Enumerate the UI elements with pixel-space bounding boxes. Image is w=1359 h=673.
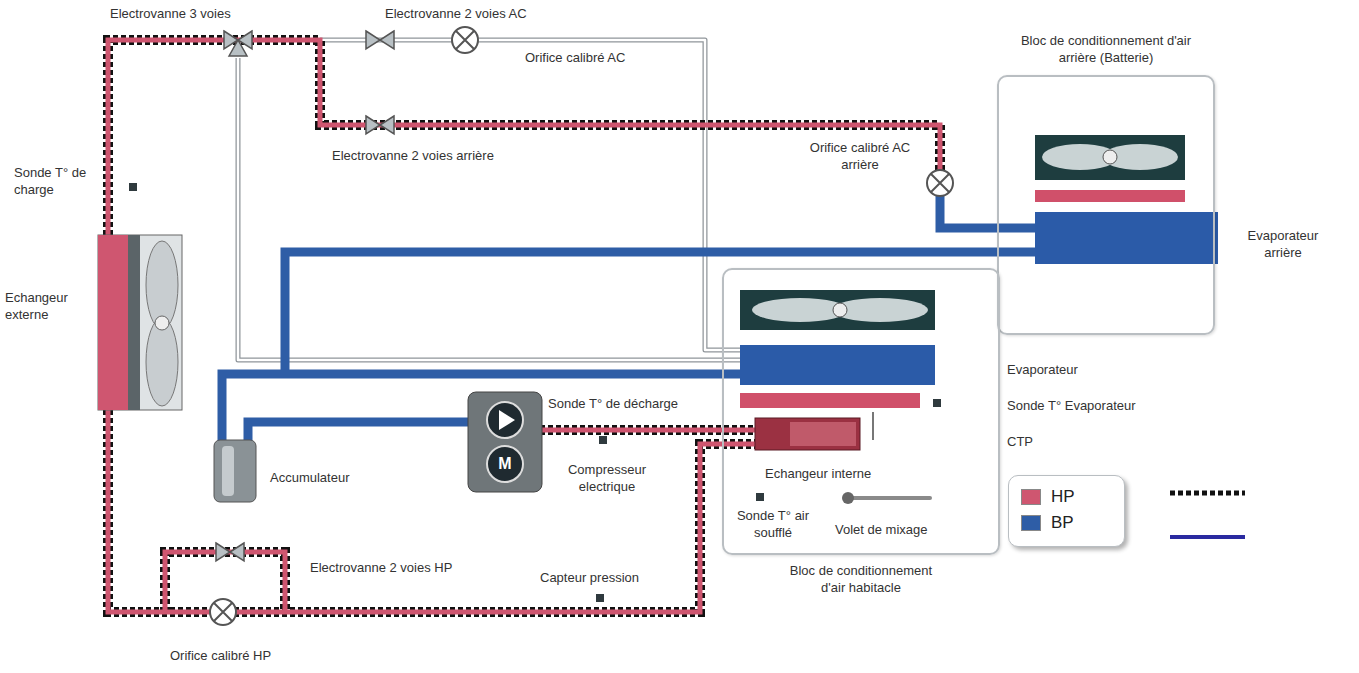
compressor	[468, 392, 542, 492]
fan-blade	[146, 318, 178, 406]
legend-swatch	[1021, 489, 1041, 505]
part-label: Evaporateur	[1007, 362, 1078, 379]
part-label: Sonde T° de charge	[14, 165, 92, 199]
compressor-motor	[487, 446, 523, 482]
exchanger-core	[128, 235, 140, 410]
ctp-heater	[740, 393, 920, 408]
accumulator-shine	[222, 446, 234, 496]
two-way-valve	[380, 116, 394, 134]
fan-blade	[832, 298, 928, 322]
fan-hub	[155, 316, 169, 330]
legend-text: HP	[1051, 487, 1075, 507]
orifice-cross	[456, 31, 474, 49]
orifice	[927, 170, 953, 196]
legend-item: HP	[1021, 484, 1112, 510]
accumulator	[214, 440, 256, 502]
hp-pipe	[108, 40, 940, 612]
compressor-pump	[487, 402, 523, 438]
internal-exchanger	[755, 418, 860, 450]
orifice-cross	[214, 603, 232, 621]
inactive-pipe	[238, 58, 740, 360]
rear-evaporator	[1035, 212, 1218, 264]
sensor	[599, 436, 607, 444]
unit-panel: Bloc de conditionnement d'air arrière (B…	[997, 75, 1215, 335]
three-way-valve	[229, 40, 247, 56]
unit-wall	[872, 412, 874, 440]
fan-blade	[752, 298, 848, 322]
inactive-pipe	[238, 58, 740, 360]
legend-bp-line	[1170, 535, 1245, 539]
part-label: Echangeur interne	[765, 466, 871, 483]
part-label: Volet de mixage	[835, 522, 928, 539]
part-label: Compresseur electrique	[552, 462, 662, 496]
motor-symbol-letter: M	[493, 455, 517, 473]
hp-pipe-border	[108, 40, 940, 612]
part-label: Capteur pression	[540, 570, 639, 587]
internal-exchanger-shine	[790, 422, 856, 446]
fan-hub	[833, 303, 847, 317]
legend-text: BP	[1051, 513, 1074, 533]
front-evaporator	[740, 345, 935, 385]
orifice-cross	[931, 174, 949, 192]
two-way-valve	[366, 116, 380, 134]
part-label: Electrovanne 2 voies arrière	[332, 148, 494, 165]
legend-box: HP BP	[1008, 475, 1125, 547]
exchanger-core	[98, 235, 128, 410]
part-label: Sonde T° de décharge	[548, 396, 678, 413]
part-label: Orifice calibré AC	[525, 50, 625, 67]
sensor	[596, 594, 604, 602]
two-way-valve	[230, 543, 244, 561]
part-label: Electrovanne 2 voies AC	[385, 6, 527, 23]
orifice	[210, 599, 236, 625]
part-label: Sonde T° Evaporateur	[1007, 398, 1136, 415]
pump-symbol	[499, 410, 515, 430]
part-label: Electrovanne 3 voies	[110, 6, 231, 23]
part-label: Echangeur externe	[5, 290, 90, 324]
two-way-valve	[366, 31, 380, 49]
sensor	[933, 399, 941, 407]
legend-item: BP	[1021, 510, 1112, 536]
fan-blade	[146, 241, 178, 329]
rear-heater	[1035, 190, 1185, 202]
inactive-pipe	[320, 40, 740, 350]
fan-hub	[1103, 150, 1117, 164]
part-label: Orifice calibré AC arrière	[790, 140, 930, 174]
two-way-valve	[216, 543, 230, 561]
inactive-pipe	[320, 40, 740, 350]
part-label: CTP	[1007, 434, 1033, 451]
legend-hp-line	[1170, 491, 1245, 496]
fan-blade	[1042, 144, 1118, 170]
rear-fan	[1035, 135, 1185, 180]
sensor	[129, 183, 137, 191]
mixing-flap	[848, 496, 930, 500]
flap-pivot	[842, 492, 854, 504]
fan-blade	[1102, 144, 1178, 170]
part-label: Orifice calibré HP	[170, 648, 271, 665]
external-exchanger	[98, 235, 182, 410]
panel-heading: Bloc de conditionnement d'air habitacle	[776, 563, 946, 597]
part-label: Evaporateur arrière	[1228, 228, 1338, 262]
part-label: Electrovanne 2 voies HP	[310, 560, 452, 577]
bp-pipe	[248, 422, 470, 442]
part-label: Accumulateur	[270, 470, 349, 487]
front-fan	[740, 290, 935, 330]
two-way-valve	[380, 31, 394, 49]
orifice	[452, 27, 478, 53]
sensor	[756, 493, 764, 501]
panel-heading: Bloc de conditionnement d'air arrière (B…	[1001, 33, 1211, 67]
bp-pipe	[940, 196, 1040, 228]
legend-swatch	[1021, 515, 1041, 531]
part-label: Sonde T° air soufflé	[730, 508, 816, 542]
